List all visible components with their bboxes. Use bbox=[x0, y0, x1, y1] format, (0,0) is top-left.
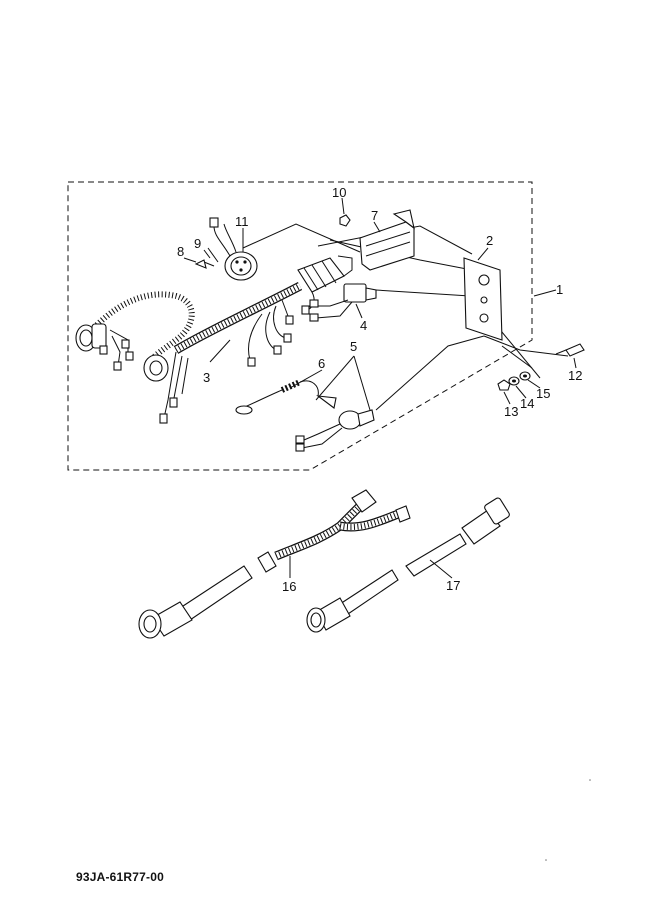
nut-part-10 bbox=[339, 214, 351, 227]
mounting-plate-part-2 bbox=[463, 257, 503, 341]
lanyard-part-6 bbox=[235, 379, 337, 415]
callout-8: 8 bbox=[177, 244, 184, 259]
stop-switch-part-5 bbox=[295, 409, 375, 452]
callout-11: 11 bbox=[235, 214, 249, 229]
round-connector-part-11 bbox=[194, 217, 258, 281]
callout-12: 12 bbox=[568, 368, 582, 383]
callout-1: 1 bbox=[556, 282, 563, 297]
assembly-boundary bbox=[67, 181, 533, 471]
document-code: 93JA-61R77-00 bbox=[76, 870, 164, 884]
callout-7: 7 bbox=[371, 208, 378, 223]
callout-2: 2 bbox=[486, 233, 493, 248]
speck-mark bbox=[545, 859, 547, 861]
extension-cable-part-17 bbox=[306, 497, 510, 633]
callout-13: 13 bbox=[504, 404, 518, 419]
callout-9: 9 bbox=[194, 236, 201, 251]
bracket-part-7 bbox=[359, 209, 415, 271]
washer-part-14 bbox=[508, 376, 520, 386]
callout-14: 14 bbox=[520, 396, 534, 411]
callout-leaders bbox=[183, 197, 577, 579]
callout-15: 15 bbox=[536, 386, 550, 401]
callout-10: 10 bbox=[332, 185, 346, 200]
callout-5: 5 bbox=[350, 339, 357, 354]
speck-mark bbox=[589, 779, 591, 781]
switch-part-4 bbox=[309, 283, 377, 322]
washer-part-15 bbox=[519, 371, 531, 381]
screw-part-12 bbox=[555, 343, 585, 357]
extension-harness-part-16 bbox=[138, 489, 411, 639]
callout-3: 3 bbox=[203, 370, 210, 385]
nut-part-13 bbox=[497, 379, 511, 391]
main-harness-part-3 bbox=[75, 255, 353, 424]
callout-17: 17 bbox=[446, 578, 460, 593]
callout-6: 6 bbox=[318, 356, 325, 371]
callout-16: 16 bbox=[282, 579, 296, 594]
callout-4: 4 bbox=[360, 318, 367, 333]
